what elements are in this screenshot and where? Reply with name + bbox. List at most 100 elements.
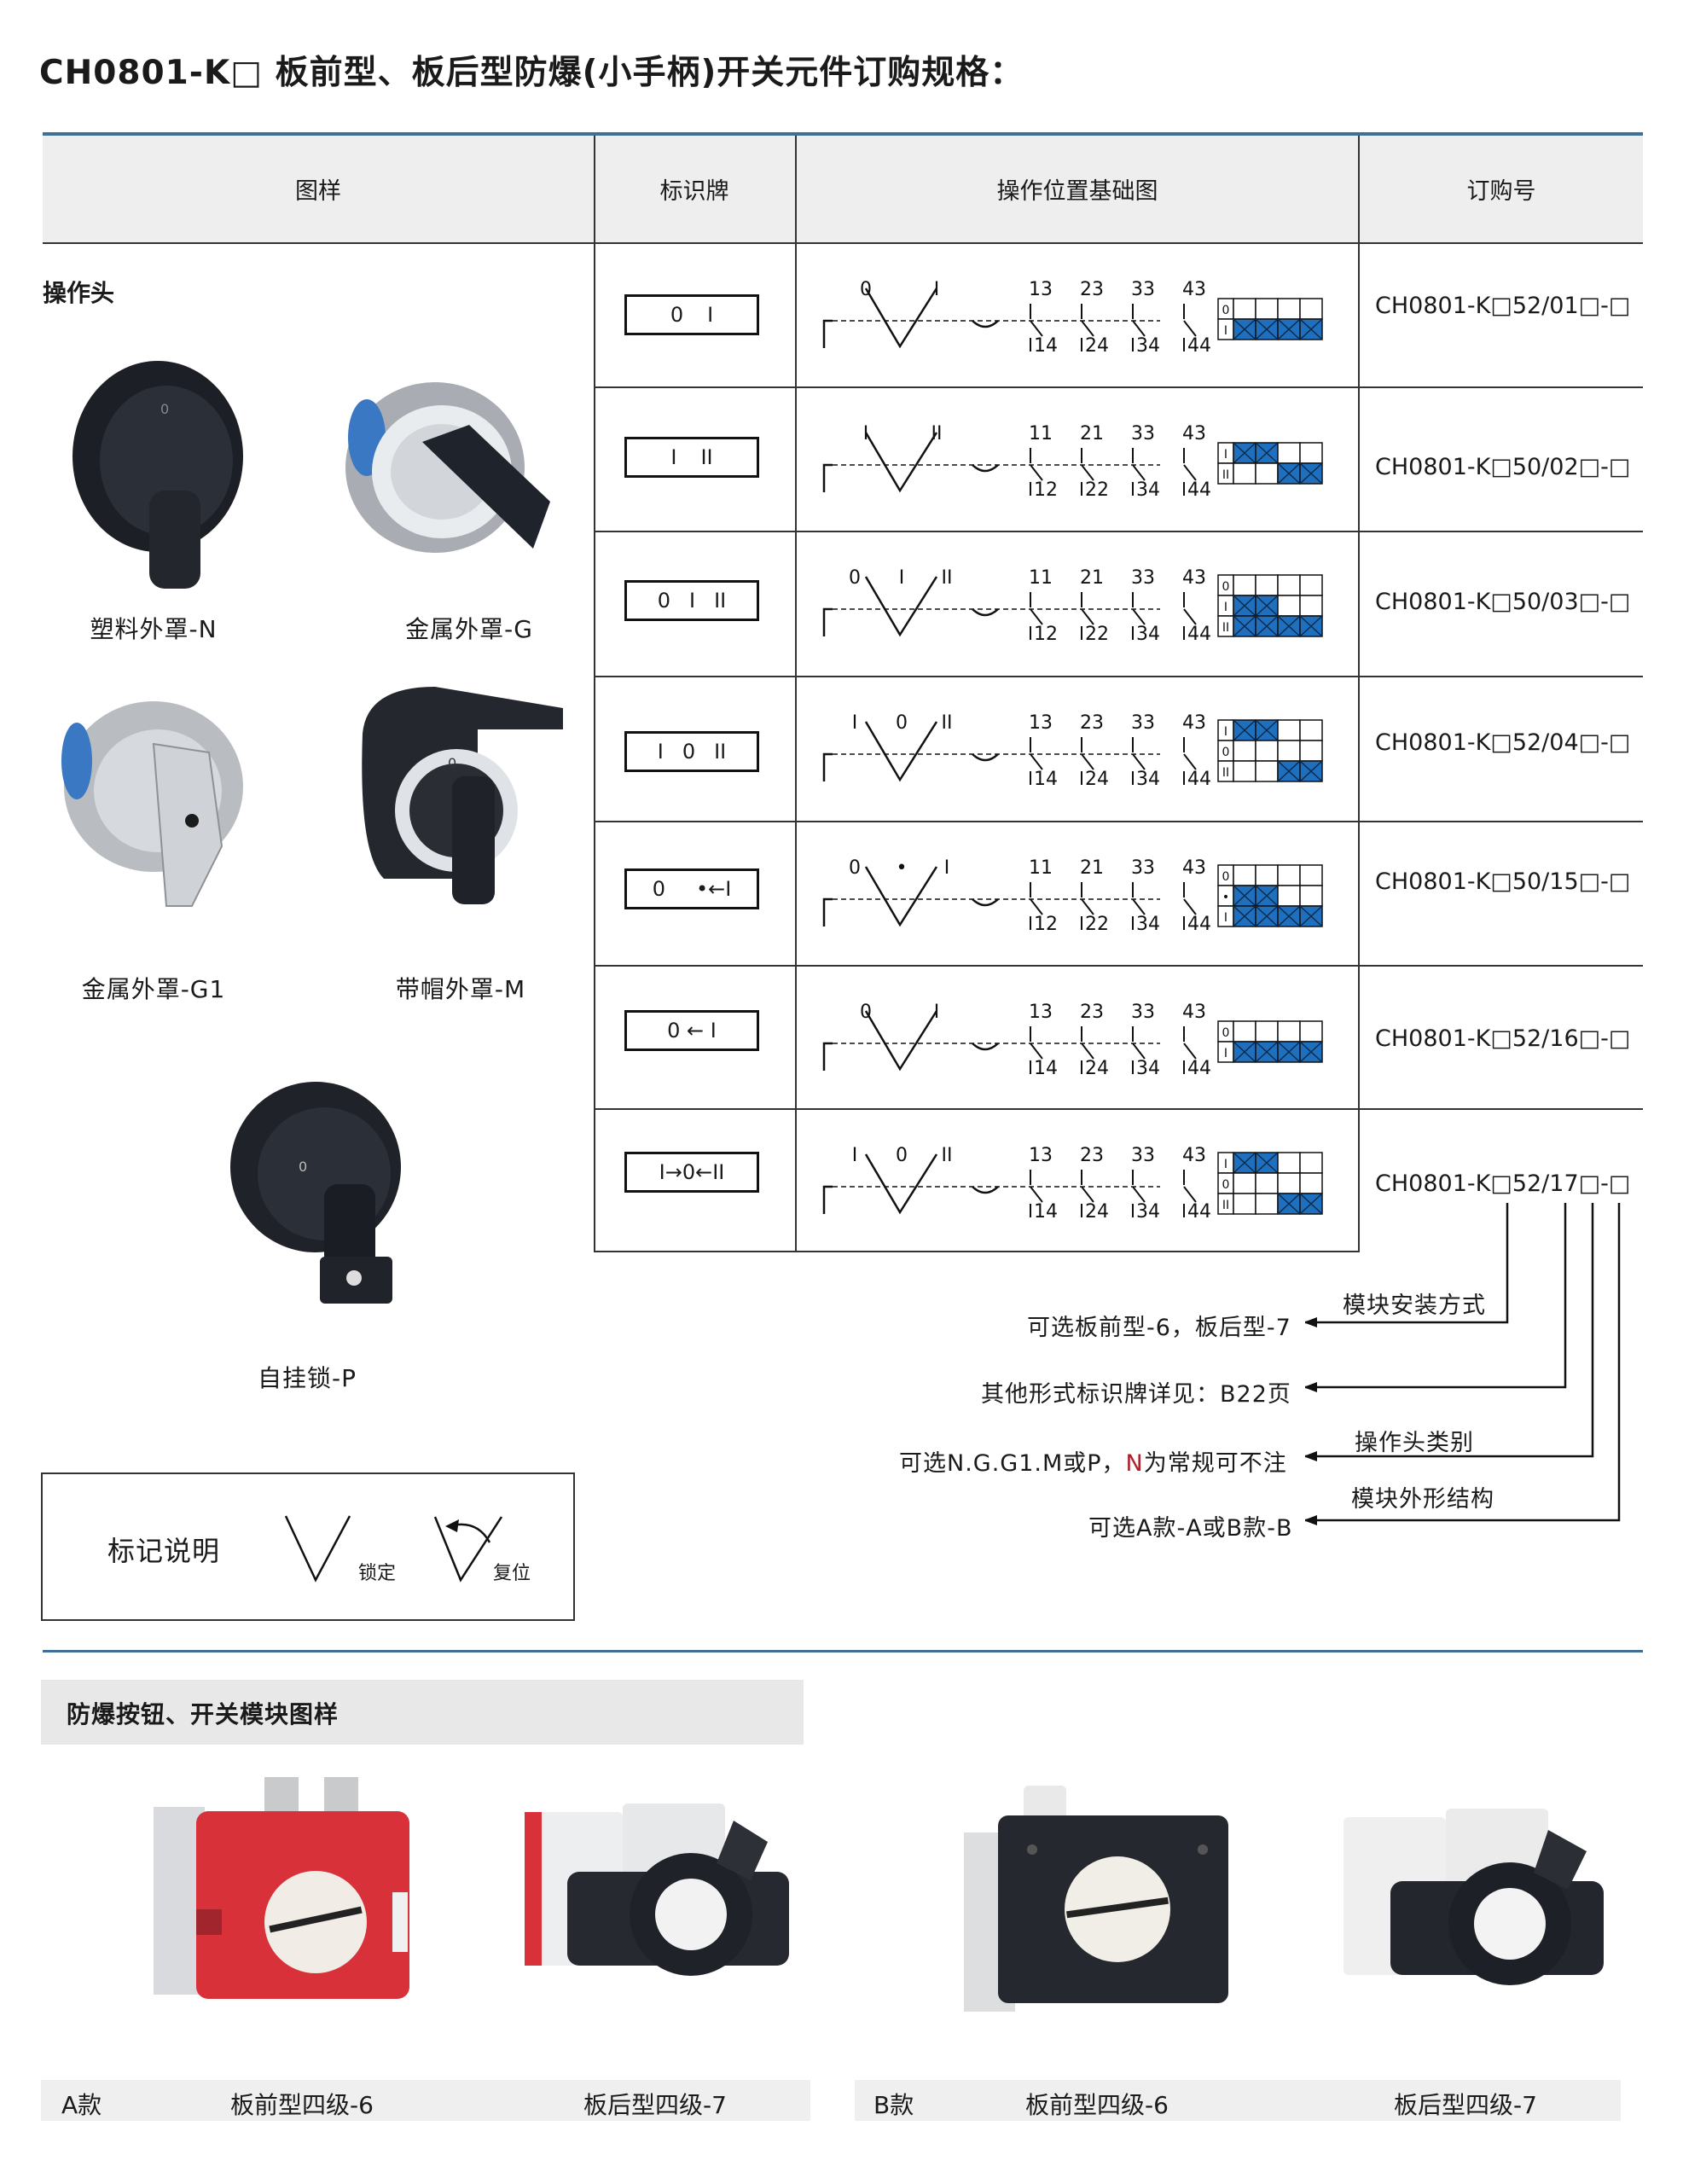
contact-number-top: 43 xyxy=(1182,567,1206,589)
contact-symbol xyxy=(1183,1170,1197,1217)
detent-v-shape xyxy=(864,866,938,927)
contact-number-top: 23 xyxy=(1080,712,1104,734)
section-separator xyxy=(43,1650,1643,1653)
matrix-cell-cross xyxy=(1233,318,1256,340)
matrix-cell xyxy=(1299,719,1323,741)
position-label: 0 xyxy=(896,1145,908,1166)
col-divider-1 xyxy=(594,136,595,1252)
caption-b-front: 板前型四级-6 xyxy=(1025,2091,1169,2119)
annotation-head-value-post: 为常规可不注 xyxy=(1143,1450,1287,1477)
module-a-front-icon xyxy=(154,1777,409,1999)
position-label: I xyxy=(944,857,950,879)
contact-number-top: 33 xyxy=(1131,423,1155,444)
matrix-cell xyxy=(1299,1172,1323,1194)
contact-number-bottom: 44 xyxy=(1187,914,1211,935)
matrix-cell-cross xyxy=(1233,905,1256,927)
matrix-row-label: II xyxy=(1222,1199,1229,1212)
matrix-cell xyxy=(1277,574,1301,596)
plate-row-3: 0 I II xyxy=(624,580,759,621)
padlock-knob-icon: 0 xyxy=(230,1082,401,1304)
matrix-cell xyxy=(1299,1152,1323,1174)
contact-symbol xyxy=(1030,1170,1043,1217)
module-a-back-icon xyxy=(525,1804,789,1976)
contact-number-top: 23 xyxy=(1080,279,1104,300)
matrix-cell xyxy=(1233,740,1256,762)
annotation-mount-value: 可选板前型-6，板后型-7 xyxy=(1027,1315,1291,1341)
matrix-cell-cross xyxy=(1277,615,1301,637)
page-title: CH0801-K□ 板前型、板后型防爆(小手柄)开关元件订购规格： xyxy=(39,54,1024,92)
contact-number-bottom: 24 xyxy=(1085,1201,1109,1223)
contact-symbol xyxy=(1132,592,1146,640)
plate-mark: I xyxy=(657,740,664,764)
contact-number-top: 13 xyxy=(1029,1002,1053,1023)
order-number-7: CH0801-K□52/17□-□ xyxy=(1375,1170,1631,1197)
contact-symbol xyxy=(1132,1026,1146,1074)
detent-v-shape xyxy=(864,721,938,782)
contact-symbol xyxy=(1132,882,1146,930)
matrix-cell-cross xyxy=(1277,905,1301,927)
matrix-row-label: I xyxy=(1224,324,1227,338)
contact-number-top: 23 xyxy=(1080,1145,1104,1166)
position-label: I xyxy=(852,712,858,734)
contact-symbol xyxy=(1030,1026,1043,1074)
contact-number-top: 11 xyxy=(1029,423,1053,444)
matrix-cell xyxy=(1299,740,1323,762)
plate-row-5: 0 •←I xyxy=(624,868,759,909)
operator-label-g1: 金属外罩-G1 xyxy=(81,975,226,1003)
knob-bracket xyxy=(822,1042,833,1071)
matrix-cell-cross xyxy=(1255,719,1279,741)
matrix-row-label: 0 xyxy=(1222,746,1230,759)
contact-symbol xyxy=(1132,448,1146,496)
knob-bracket xyxy=(822,319,833,348)
reset-symbol-icon xyxy=(433,1516,503,1583)
position-label: 0 xyxy=(849,857,861,879)
contact-symbol xyxy=(1081,592,1094,640)
contact-number-bottom: 12 xyxy=(1034,914,1058,935)
position-label: 0 xyxy=(896,712,908,734)
position-label: II xyxy=(931,423,943,444)
svg-text:0: 0 xyxy=(160,401,169,417)
contact-number-top: 13 xyxy=(1029,1145,1053,1166)
matrix-cell xyxy=(1277,1020,1301,1043)
plate-mark: I xyxy=(689,589,696,613)
contact-symbol xyxy=(1183,882,1197,930)
matrix-row-label: • xyxy=(1222,891,1229,904)
plate-mark: II xyxy=(714,740,727,764)
row-separator xyxy=(594,965,1643,967)
matrix-cell-cross xyxy=(1255,1152,1279,1174)
row-separator xyxy=(594,676,1643,677)
order-number-4: CH0801-K□52/04□-□ xyxy=(1375,729,1631,756)
matrix-cell-cross xyxy=(1299,318,1323,340)
position-label: II xyxy=(942,712,953,734)
row-separator xyxy=(594,386,1643,388)
plastic-cover-knob-icon: 0 xyxy=(73,361,243,589)
row-separator xyxy=(594,1108,1643,1110)
matrix-cell-cross xyxy=(1255,905,1279,927)
plate-row-6: 0 ← I xyxy=(624,1010,759,1051)
contact-number-top: 43 xyxy=(1182,857,1206,879)
position-label: • xyxy=(897,857,908,879)
matrix-row-label: 0 xyxy=(1222,304,1230,317)
matrix-cell xyxy=(1255,574,1279,596)
knob-bracket xyxy=(822,897,833,926)
module-b-front-icon xyxy=(964,1786,1228,2012)
contact-number-top: 33 xyxy=(1131,1002,1155,1023)
matrix-cell-cross xyxy=(1299,1041,1323,1063)
position-label: II xyxy=(942,1145,953,1166)
col-divider-3 xyxy=(1358,136,1360,1252)
contact-number-top: 13 xyxy=(1029,279,1053,300)
matrix-cell xyxy=(1233,1193,1256,1215)
matrix-cell xyxy=(1255,760,1279,782)
plate-mark: 0 ← I xyxy=(667,1019,717,1043)
contact-number-bottom: 34 xyxy=(1136,624,1160,645)
contact-symbol xyxy=(1030,882,1043,930)
detent-v-shape xyxy=(864,432,938,493)
annotation-head-value: 可选N.G.G1.M或P，N为常规可不注 xyxy=(899,1444,1287,1478)
header-diagram: 操作位置基础图 xyxy=(996,178,1158,205)
matrix-cell-cross xyxy=(1255,615,1279,637)
contact-symbol xyxy=(1132,1170,1146,1217)
contact-symbol xyxy=(1132,304,1146,351)
contact-symbol xyxy=(1183,448,1197,496)
matrix-row-label: II xyxy=(1222,468,1229,482)
